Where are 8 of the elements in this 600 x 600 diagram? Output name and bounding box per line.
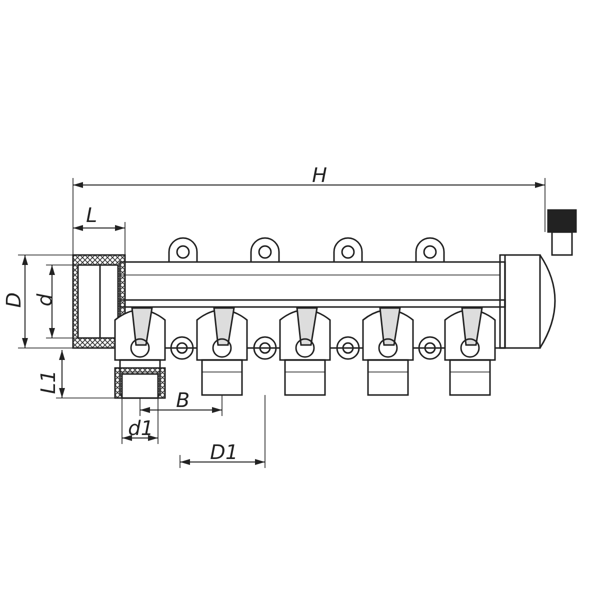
dimension-label: L — [86, 205, 98, 225]
dimension-label: d — [34, 294, 54, 306]
dimension-label: L1 — [38, 370, 58, 394]
dimension-label: D1 — [210, 442, 238, 462]
dimension-label: D — [4, 292, 24, 308]
dimension-label: H — [312, 165, 328, 185]
dimension-label: B — [176, 390, 190, 410]
dimension-label: d1 — [128, 418, 154, 438]
